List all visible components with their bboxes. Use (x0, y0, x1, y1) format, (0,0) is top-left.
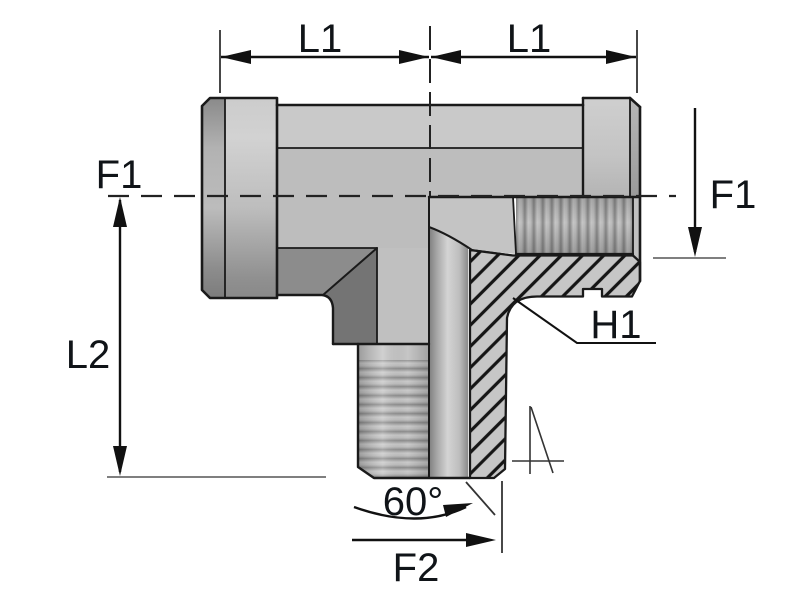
label-h1: H1 (590, 303, 641, 347)
arrowhead (399, 50, 429, 64)
label-l1-left: L1 (298, 17, 343, 61)
fitting-body (202, 98, 640, 480)
arm-underside-dark (324, 248, 377, 344)
male-thread-shade (358, 344, 429, 477)
leader-h1 (512, 297, 656, 344)
left-hex-face (225, 98, 277, 298)
arrowhead (606, 50, 636, 64)
right-hex-section-sliver (633, 197, 640, 259)
label-l2: L2 (66, 333, 111, 377)
dimension-labels: L1 L1 F1 F1 L2 H1 60° F2 (66, 17, 757, 590)
boss-front-face (377, 248, 430, 344)
right-hex-face (583, 98, 630, 197)
label-angle: 60° (383, 480, 444, 524)
label-f2: F2 (393, 546, 440, 590)
arrowhead (688, 227, 702, 257)
arrowhead (431, 50, 461, 64)
dimensions (107, 30, 726, 553)
arrowhead (113, 197, 127, 227)
label-l1-right: L1 (507, 17, 552, 61)
right-hex-chamfer (630, 98, 640, 197)
arrowhead (443, 503, 473, 517)
left-hex-chamfer (202, 98, 225, 298)
taper-symbol (512, 406, 564, 474)
label-f1-right: F1 (710, 173, 757, 217)
web-above-fillet (429, 197, 516, 254)
arrowhead (113, 446, 127, 476)
centerlines (108, 26, 676, 198)
arrowhead (466, 533, 496, 547)
arm-underside-light (277, 248, 377, 295)
chamfer-tick (465, 481, 496, 516)
label-f1-left: F1 (96, 153, 143, 197)
section-hatch (470, 250, 640, 478)
arm-lower-left (277, 196, 430, 248)
bore-strip (429, 220, 468, 478)
arrowhead (221, 50, 251, 64)
female-thread-shade (516, 197, 633, 254)
